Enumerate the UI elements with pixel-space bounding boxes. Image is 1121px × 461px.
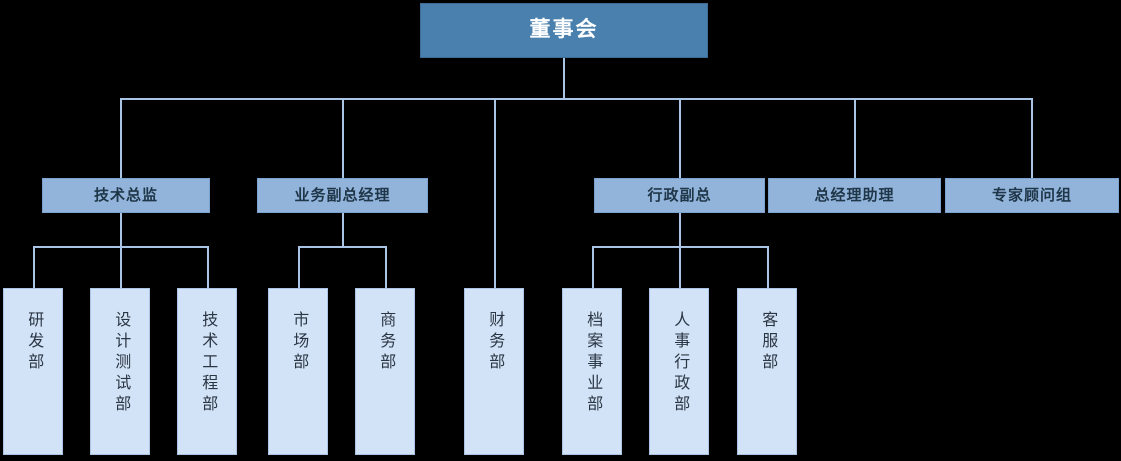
connector-root-stem (563, 58, 565, 99)
connector-level1-bus (120, 98, 1033, 100)
node-hr-admin-dept[interactable]: 人事行政部 (649, 288, 709, 455)
node-tech-director[interactable]: 技术总监 (42, 178, 210, 213)
node-label: 档案事业部 (584, 311, 602, 416)
node-label: 人事行政部 (671, 311, 689, 416)
node-label: 商务部 (377, 311, 395, 374)
node-marketing-dept[interactable]: 市场部 (268, 288, 328, 455)
connector-drop-customer-service-dept (767, 246, 769, 288)
node-commerce-dept[interactable]: 商务部 (355, 288, 415, 455)
node-admin-vp[interactable]: 行政副总 (594, 178, 765, 213)
connector-stem-tech-director (120, 212, 122, 247)
node-board-of-directors[interactable]: 董事会 (420, 3, 708, 58)
node-expert-advisory-group[interactable]: 专家顾问组 (945, 178, 1119, 213)
node-label: 技术总监 (93, 186, 158, 204)
connector-drop-tech-engineering-dept (207, 246, 209, 288)
node-label: 业务副总经理 (294, 186, 391, 204)
node-customer-service-dept[interactable]: 客服部 (737, 288, 797, 455)
connector-drop-business-vp (342, 98, 344, 178)
connector-drop-expert-advisory-group (1031, 98, 1033, 178)
node-finance-dept[interactable]: 财务部 (464, 288, 524, 455)
connector-stem-business-vp (342, 212, 344, 247)
node-label: 行政副总 (647, 186, 712, 204)
connector-stem-admin-vp (679, 212, 681, 247)
node-label: 研发部 (25, 311, 43, 374)
node-business-vp[interactable]: 业务副总经理 (257, 178, 428, 213)
connector-drop-marketing-dept (298, 246, 300, 288)
connector-drop-finance-dept (494, 98, 496, 288)
node-label: 董事会 (529, 18, 599, 42)
node-rd-dept[interactable]: 研发部 (3, 288, 63, 455)
connector-drop-commerce-dept (385, 246, 387, 288)
node-label: 财务部 (486, 311, 504, 374)
node-label: 设计测试部 (112, 311, 130, 416)
connector-drop-gm-assistant (854, 98, 856, 178)
node-gm-assistant[interactable]: 总经理助理 (768, 178, 941, 213)
connector-drop-admin-vp (679, 98, 681, 178)
node-design-test-dept[interactable]: 设计测试部 (90, 288, 150, 455)
node-label: 市场部 (290, 311, 308, 374)
node-label: 客服部 (759, 311, 777, 374)
node-tech-engineering-dept[interactable]: 技术工程部 (177, 288, 237, 455)
connector-drop-design-test-dept (120, 246, 122, 288)
connector-bus-business-vp (298, 246, 387, 248)
connector-drop-hr-admin-dept (679, 246, 681, 288)
node-archives-division[interactable]: 档案事业部 (562, 288, 622, 455)
connector-drop-archives-division (592, 246, 594, 288)
node-label: 技术工程部 (199, 311, 217, 416)
node-label: 专家顾问组 (991, 186, 1072, 204)
node-label: 总经理助理 (814, 186, 895, 204)
connector-drop-tech-director (120, 98, 122, 178)
connector-drop-rd-dept (33, 246, 35, 288)
